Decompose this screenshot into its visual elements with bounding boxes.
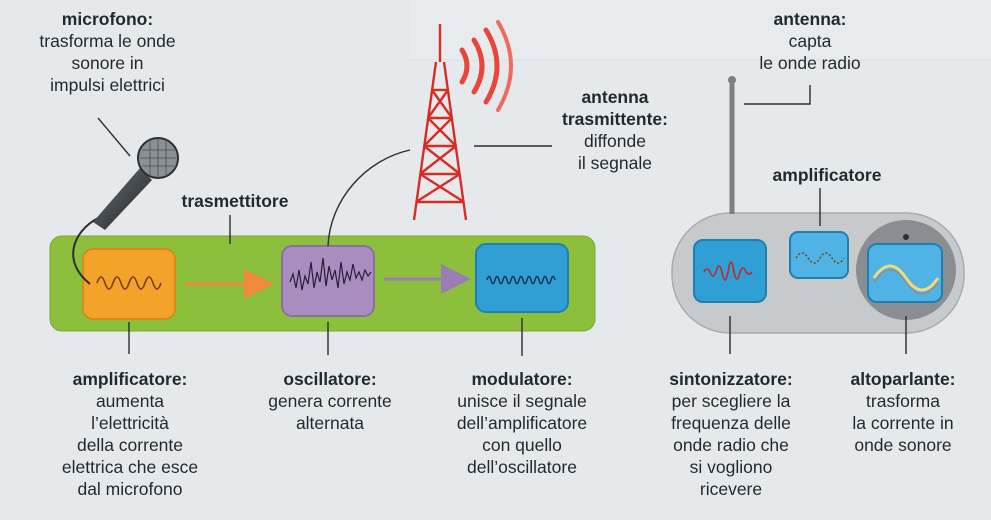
modulatore-desc: unisce il segnale dell’amplificatore con… <box>456 391 588 477</box>
label-altoparlante: altoparlante: trasforma la corrente in o… <box>828 368 978 456</box>
altoparlante-desc: trasforma la corrente in onde sonore <box>852 391 954 455</box>
tuner-box <box>693 239 767 303</box>
background-page <box>410 0 991 61</box>
amplificatore-desc: aumenta l’elettricità della corrente ele… <box>61 391 199 499</box>
antenna-rx-desc: capta le onde radio <box>759 31 861 73</box>
label-antenna-ricevente: antenna: capta le onde radio <box>745 8 875 74</box>
sintonizzatore-title: sintonizzatore: <box>669 369 793 389</box>
label-microfono: microfono: trasforma le onde sonore in i… <box>20 8 195 96</box>
label-sintonizzatore: sintonizzatore: per scegliere la frequen… <box>643 368 819 500</box>
oscillator-box <box>281 245 375 317</box>
modulatore-title: modulatore: <box>471 369 573 389</box>
label-amplificatore: amplificatore: aumenta l’elettricità del… <box>30 368 230 500</box>
altoparlante-title: altoparlante: <box>850 369 956 389</box>
amplificatore-title: amplificatore: <box>72 369 188 389</box>
antenna-rx-title: antenna: <box>773 9 847 29</box>
microphone-icon <box>72 137 179 285</box>
modulator-box <box>475 243 569 313</box>
label-oscillatore: oscillatore: genera corrente alternata <box>248 368 412 434</box>
antenna-tx-title: antenna trasmittente: <box>562 87 668 129</box>
microfono-title: microfono: <box>61 9 154 29</box>
radio-waves-icon <box>459 20 513 112</box>
label-amplificatore-ricevitore: amplificatore <box>752 164 902 186</box>
receiver-antenna-icon <box>728 76 736 214</box>
oscillatore-desc: genera corrente alternata <box>268 391 392 433</box>
transmitter-tower-icon <box>412 24 468 221</box>
label-modulatore: modulatore: unisce il segnale dell’ampli… <box>428 368 616 478</box>
label-trasmettitore: trasmettitore <box>160 190 310 212</box>
amplificatore-rx-title: amplificatore <box>772 165 882 185</box>
speaker-box <box>867 234 943 303</box>
amplifier-box <box>82 248 176 320</box>
oscillatore-title: oscillatore: <box>283 369 377 389</box>
antenna-tx-desc: diffonde il segnale <box>578 131 652 173</box>
microfono-desc: trasforma le onde sonore in impulsi elet… <box>39 31 176 95</box>
label-antenna-trasmittente: antenna trasmittente: diffonde il segnal… <box>540 86 690 174</box>
receiver-amplifier-box <box>789 231 849 279</box>
sintonizzatore-desc: per scegliere la frequenza delle onde ra… <box>671 391 791 499</box>
leader-lines <box>97 85 907 356</box>
trasmettitore-title: trasmettitore <box>181 191 289 211</box>
